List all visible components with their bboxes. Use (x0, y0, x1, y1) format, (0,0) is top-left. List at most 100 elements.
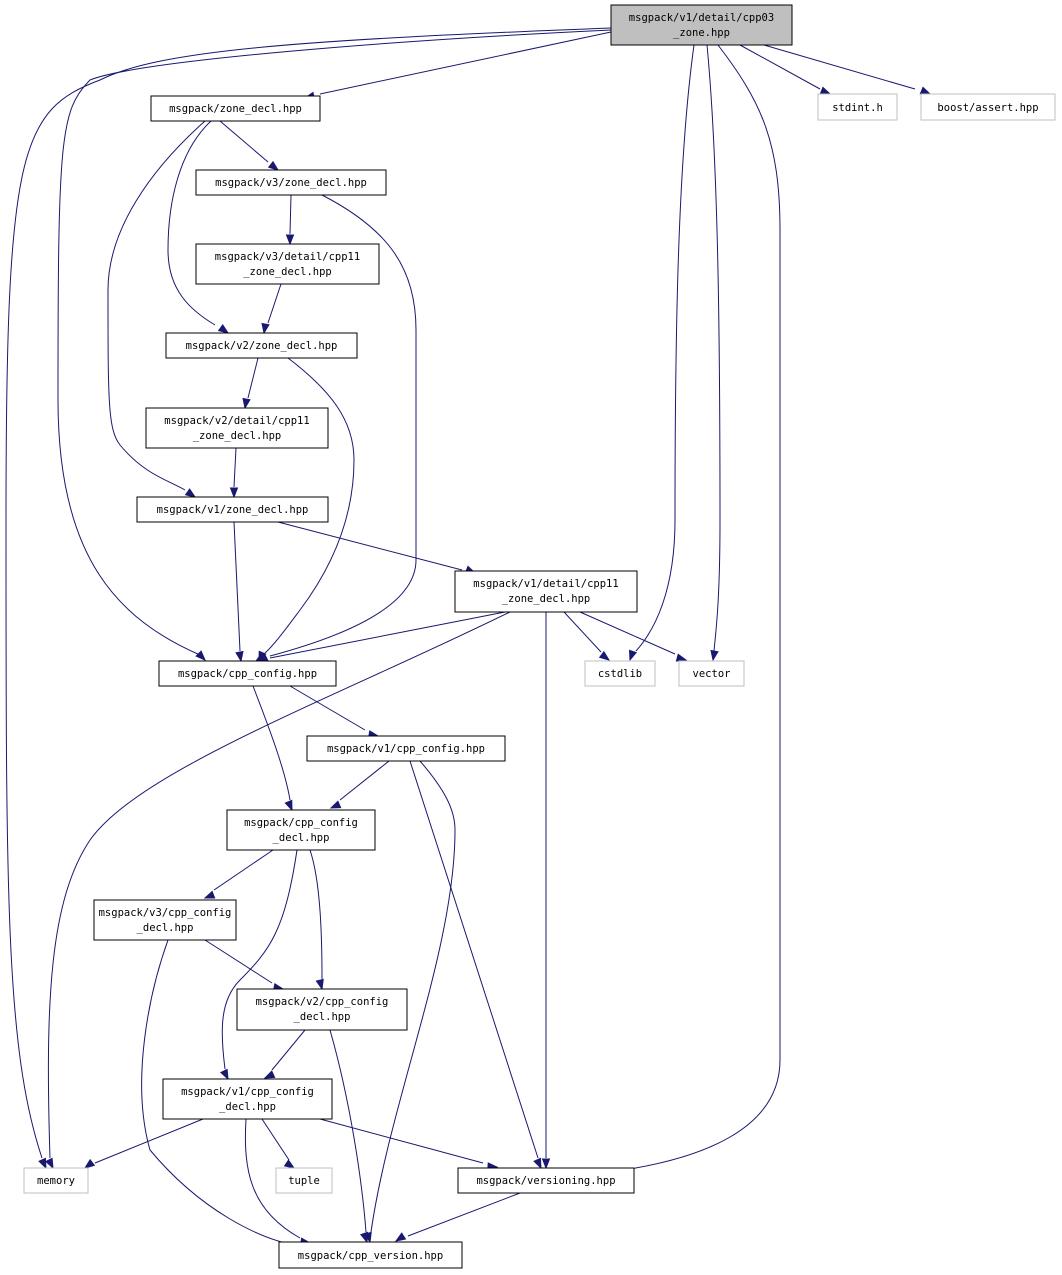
node-v1-zone-decl[interactable]: msgpack/v1/zone_decl.hpp (136, 496, 329, 523)
edge-zone-decl-v3-zone-decl (219, 120, 280, 171)
edge-v3-zone-decl-v3-cpp11-line (289, 194, 292, 235)
edge-cpp-config-decl-v3 (203, 849, 274, 899)
node-root-label-1: msgpack/v1/detail/cpp03 (629, 12, 774, 24)
edge-v3-zone-decl-cpp-config-line (269, 194, 417, 657)
node-v1-cpp-config[interactable]: msgpack/v1/cpp_config.hpp (306, 735, 506, 762)
node-v2-cpp-config-decl-label-1: msgpack/v2/cpp_config (256, 996, 389, 1008)
edge-zone-decl-v1-zone-decl (107, 120, 206, 498)
edge-v3-cpp11-v2-zone-decl-arrowhead (261, 322, 270, 335)
edge-root-cpp-config-arrowhead (195, 650, 206, 661)
edge-zone-decl-v3-zone-decl-arrowhead (267, 160, 280, 171)
edge-cpp-config-decl-v2-arrowhead (315, 978, 324, 991)
edge-root-boost-assert-arrowhead (919, 86, 932, 95)
node-root: msgpack/v1/detail/cpp03 _zone.hpp (610, 4, 793, 46)
edge-cpp-config-decl-v1-line (221, 849, 298, 1070)
edge-v3-cpp11-v2-zone-decl (261, 283, 282, 335)
node-tuple: tuple (275, 1167, 333, 1194)
edge-v1-cpp-config-versioning-line (409, 760, 539, 1159)
node-cpp-config-label: msgpack/cpp_config.hpp (178, 668, 317, 680)
node-v2-cpp-config-decl[interactable]: msgpack/v2/cpp_config _decl.hpp (236, 988, 408, 1031)
edge-v2-cpp-config-decl-cpp-version-arrowhead (359, 1231, 369, 1244)
edge-v1-cpp11-cstdlib-line (563, 611, 602, 653)
node-v2-cpp11-zone-decl-label-2: _zone_decl.hpp (193, 430, 282, 442)
edge-v1-cpp-config-decl-memory-arrowhead (83, 1158, 96, 1169)
node-zone-decl-label: msgpack/zone_decl.hpp (169, 103, 302, 115)
edge-cpp-config-cpp-config-decl-arrowhead (284, 799, 293, 812)
node-cpp-version[interactable]: msgpack/cpp_version.hpp (278, 1241, 463, 1269)
node-v1-cpp11-zone-decl-label-2: _zone_decl.hpp (502, 593, 591, 605)
node-v3-zone-decl[interactable]: msgpack/v3/zone_decl.hpp (195, 169, 387, 196)
edge-v2-cpp-config-decl-v1-arrowhead (263, 1070, 276, 1079)
edge-v3-zone-decl-v3-cpp11 (285, 194, 295, 246)
edge-versioning-cpp-version (394, 1192, 521, 1242)
node-v2-zone-decl-label: msgpack/v2/zone_decl.hpp (186, 340, 338, 352)
edge-root-stdint (739, 44, 832, 95)
edge-root-zone-decl-line (319, 31, 612, 95)
edge-root-cpp-config (57, 29, 612, 661)
edge-v1-cpp11-cpp-config-line (269, 611, 506, 659)
node-v1-cpp11-zone-decl-label-1: msgpack/v1/detail/cpp11 (473, 578, 618, 590)
edge-cpp-config-decl-v2 (309, 849, 324, 991)
edge-v2-cpp-config-decl-v1 (263, 1029, 306, 1079)
edge-v1-cpp-config-versioning-arrowhead (533, 1157, 542, 1170)
edge-v2-cpp-config-decl-v1-line (271, 1029, 306, 1071)
edge-root-cstdlib-line (635, 44, 695, 652)
node-v1-cpp-config-label: msgpack/v1/cpp_config.hpp (327, 743, 485, 755)
edge-cpp-config-cpp-config-decl-line (252, 685, 291, 801)
edge-v2-zone-decl-v2-cpp11-arrowhead (242, 397, 251, 410)
node-stdint: stdint.h (817, 93, 898, 121)
node-cpp-version-label: msgpack/cpp_version.hpp (298, 1250, 443, 1262)
edge-root-zone-decl (303, 31, 612, 100)
node-root-label-2: _zone.hpp (673, 27, 730, 39)
edge-v2-cpp11-v1-zone-decl-arrowhead (229, 487, 239, 499)
edge-v1-cpp-config-cpp-config-decl-line (339, 760, 390, 801)
edge-root-vector-arrowhead (710, 649, 719, 662)
node-v3-cpp-config-decl-label-1: msgpack/v3/cpp_config (99, 907, 232, 919)
node-memory: memory (23, 1167, 89, 1194)
edge-v1-cpp-config-cpp-config-decl-arrowhead (329, 800, 342, 809)
edge-v1-cpp-config-cpp-config-decl (329, 760, 390, 809)
edge-cpp-config-decl-v2-line (309, 849, 323, 980)
node-cstdlib-label: cstdlib (598, 668, 642, 680)
node-zone-decl[interactable]: msgpack/zone_decl.hpp (150, 95, 321, 122)
node-v1-zone-decl-label: msgpack/v1/zone_decl.hpp (157, 504, 309, 516)
node-v3-cpp11-zone-decl[interactable]: msgpack/v3/detail/cpp11 _zone_decl.hpp (195, 243, 380, 285)
node-v2-zone-decl[interactable]: msgpack/v2/zone_decl.hpp (165, 332, 358, 359)
edge-v2-cpp11-v1-zone-decl (229, 447, 239, 499)
node-v1-cpp-config-decl-label-2: _decl.hpp (219, 1101, 276, 1113)
edge-zone-decl-v1-zone-decl-line (107, 120, 206, 491)
node-boost-assert: boost/assert.hpp (920, 93, 1056, 121)
edge-cpp-config-cpp-config-decl (252, 685, 293, 812)
node-cpp-config-decl[interactable]: msgpack/cpp_config _decl.hpp (226, 809, 376, 851)
node-v3-cpp-config-decl-label-2: _decl.hpp (137, 922, 194, 934)
edge-v1-cpp11-cstdlib (563, 611, 611, 661)
edge-v1-cpp11-cpp-config (256, 611, 506, 662)
edge-versioning-cpp-version-arrowhead (394, 1232, 407, 1242)
edge-v1-zone-decl-cpp-config-line (233, 521, 241, 652)
node-v3-cpp-config-decl[interactable]: msgpack/v3/cpp_config _decl.hpp (93, 899, 237, 941)
edge-zone-decl-v1-zone-decl-arrowhead (184, 488, 197, 498)
node-versioning[interactable]: msgpack/versioning.hpp (457, 1167, 635, 1194)
node-cpp-config-decl-label-1: msgpack/cpp_config (244, 817, 358, 829)
node-v3-zone-decl-label: msgpack/v3/zone_decl.hpp (215, 177, 367, 189)
edge-zone-decl-v2-zone-decl (167, 120, 230, 334)
node-v1-cpp11-zone-decl[interactable]: msgpack/v1/detail/cpp11 _zone_decl.hpp (454, 570, 638, 613)
edge-v1-cpp-config-decl-tuple-arrowhead (283, 1159, 296, 1169)
edge-root-cpp-config-line (57, 29, 612, 656)
edge-root-boost-assert-line (763, 44, 916, 90)
node-memory-label: memory (37, 1175, 75, 1187)
edge-root-stdint-arrowhead (819, 86, 832, 95)
edge-v1-cpp-config-decl-memory (83, 1118, 204, 1169)
node-cpp-config[interactable]: msgpack/cpp_config.hpp (158, 660, 337, 687)
node-vector: vector (678, 660, 745, 687)
edge-v1-cpp-config-cpp-version-line (370, 760, 456, 1233)
node-v2-cpp11-zone-decl[interactable]: msgpack/v2/detail/cpp11 _zone_decl.hpp (145, 407, 329, 449)
edge-v1-cpp11-memory (44, 611, 511, 1170)
edge-root-cstdlib (628, 44, 695, 662)
edge-v3-cpp-config-decl-v2 (204, 939, 285, 992)
edge-zone-decl-v2-zone-decl-line (167, 120, 216, 326)
edge-cpp-config-decl-v1 (219, 849, 298, 1081)
node-v1-cpp-config-decl[interactable]: msgpack/v1/cpp_config _decl.hpp (162, 1078, 333, 1120)
node-v3-cpp11-zone-decl-label-2: _zone_decl.hpp (243, 266, 332, 278)
